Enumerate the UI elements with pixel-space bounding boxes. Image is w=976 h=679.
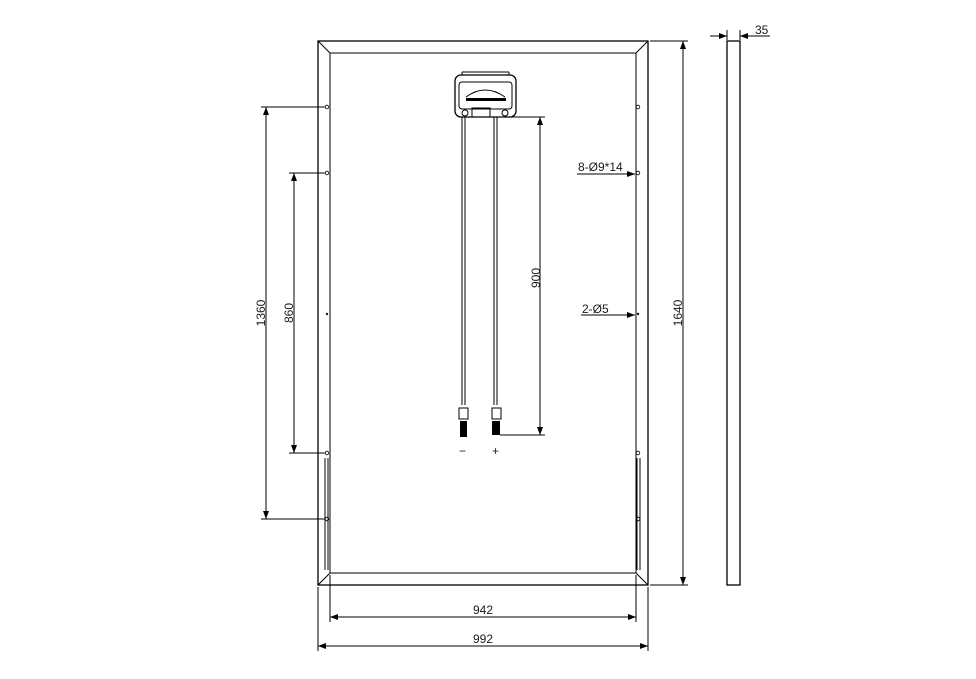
negative-label: −	[459, 444, 466, 458]
side-view	[710, 30, 770, 586]
thickness-label: 35	[755, 23, 769, 37]
inner-width-label: 942	[473, 603, 493, 617]
panel-frame	[317, 40, 649, 586]
height-label: 1640	[671, 299, 685, 326]
cables	[461, 117, 498, 405]
cable-length-dimension	[500, 116, 545, 436]
junction-box	[454, 71, 517, 118]
total-width-dimension	[317, 587, 649, 651]
hole-spacing-inner-label: 860	[282, 303, 296, 323]
inner-width-dimension	[329, 575, 637, 622]
total-width-label: 992	[473, 632, 493, 646]
hole-spacing-outer-label: 1360	[254, 299, 268, 326]
positive-label: +	[492, 444, 499, 458]
ground-holes-label: 2-Ø5	[582, 302, 609, 316]
negative-connector	[458, 407, 469, 437]
hole-spacing-outer-dimension	[261, 106, 325, 520]
height-dimension	[650, 40, 688, 586]
frame-slots	[324, 458, 641, 570]
positive-connector	[491, 407, 502, 435]
mounting-holes-label: 8-Ø9*14	[578, 160, 623, 174]
cable-length-label: 900	[529, 268, 543, 288]
hole-spacing-inner-dimension	[289, 172, 325, 454]
